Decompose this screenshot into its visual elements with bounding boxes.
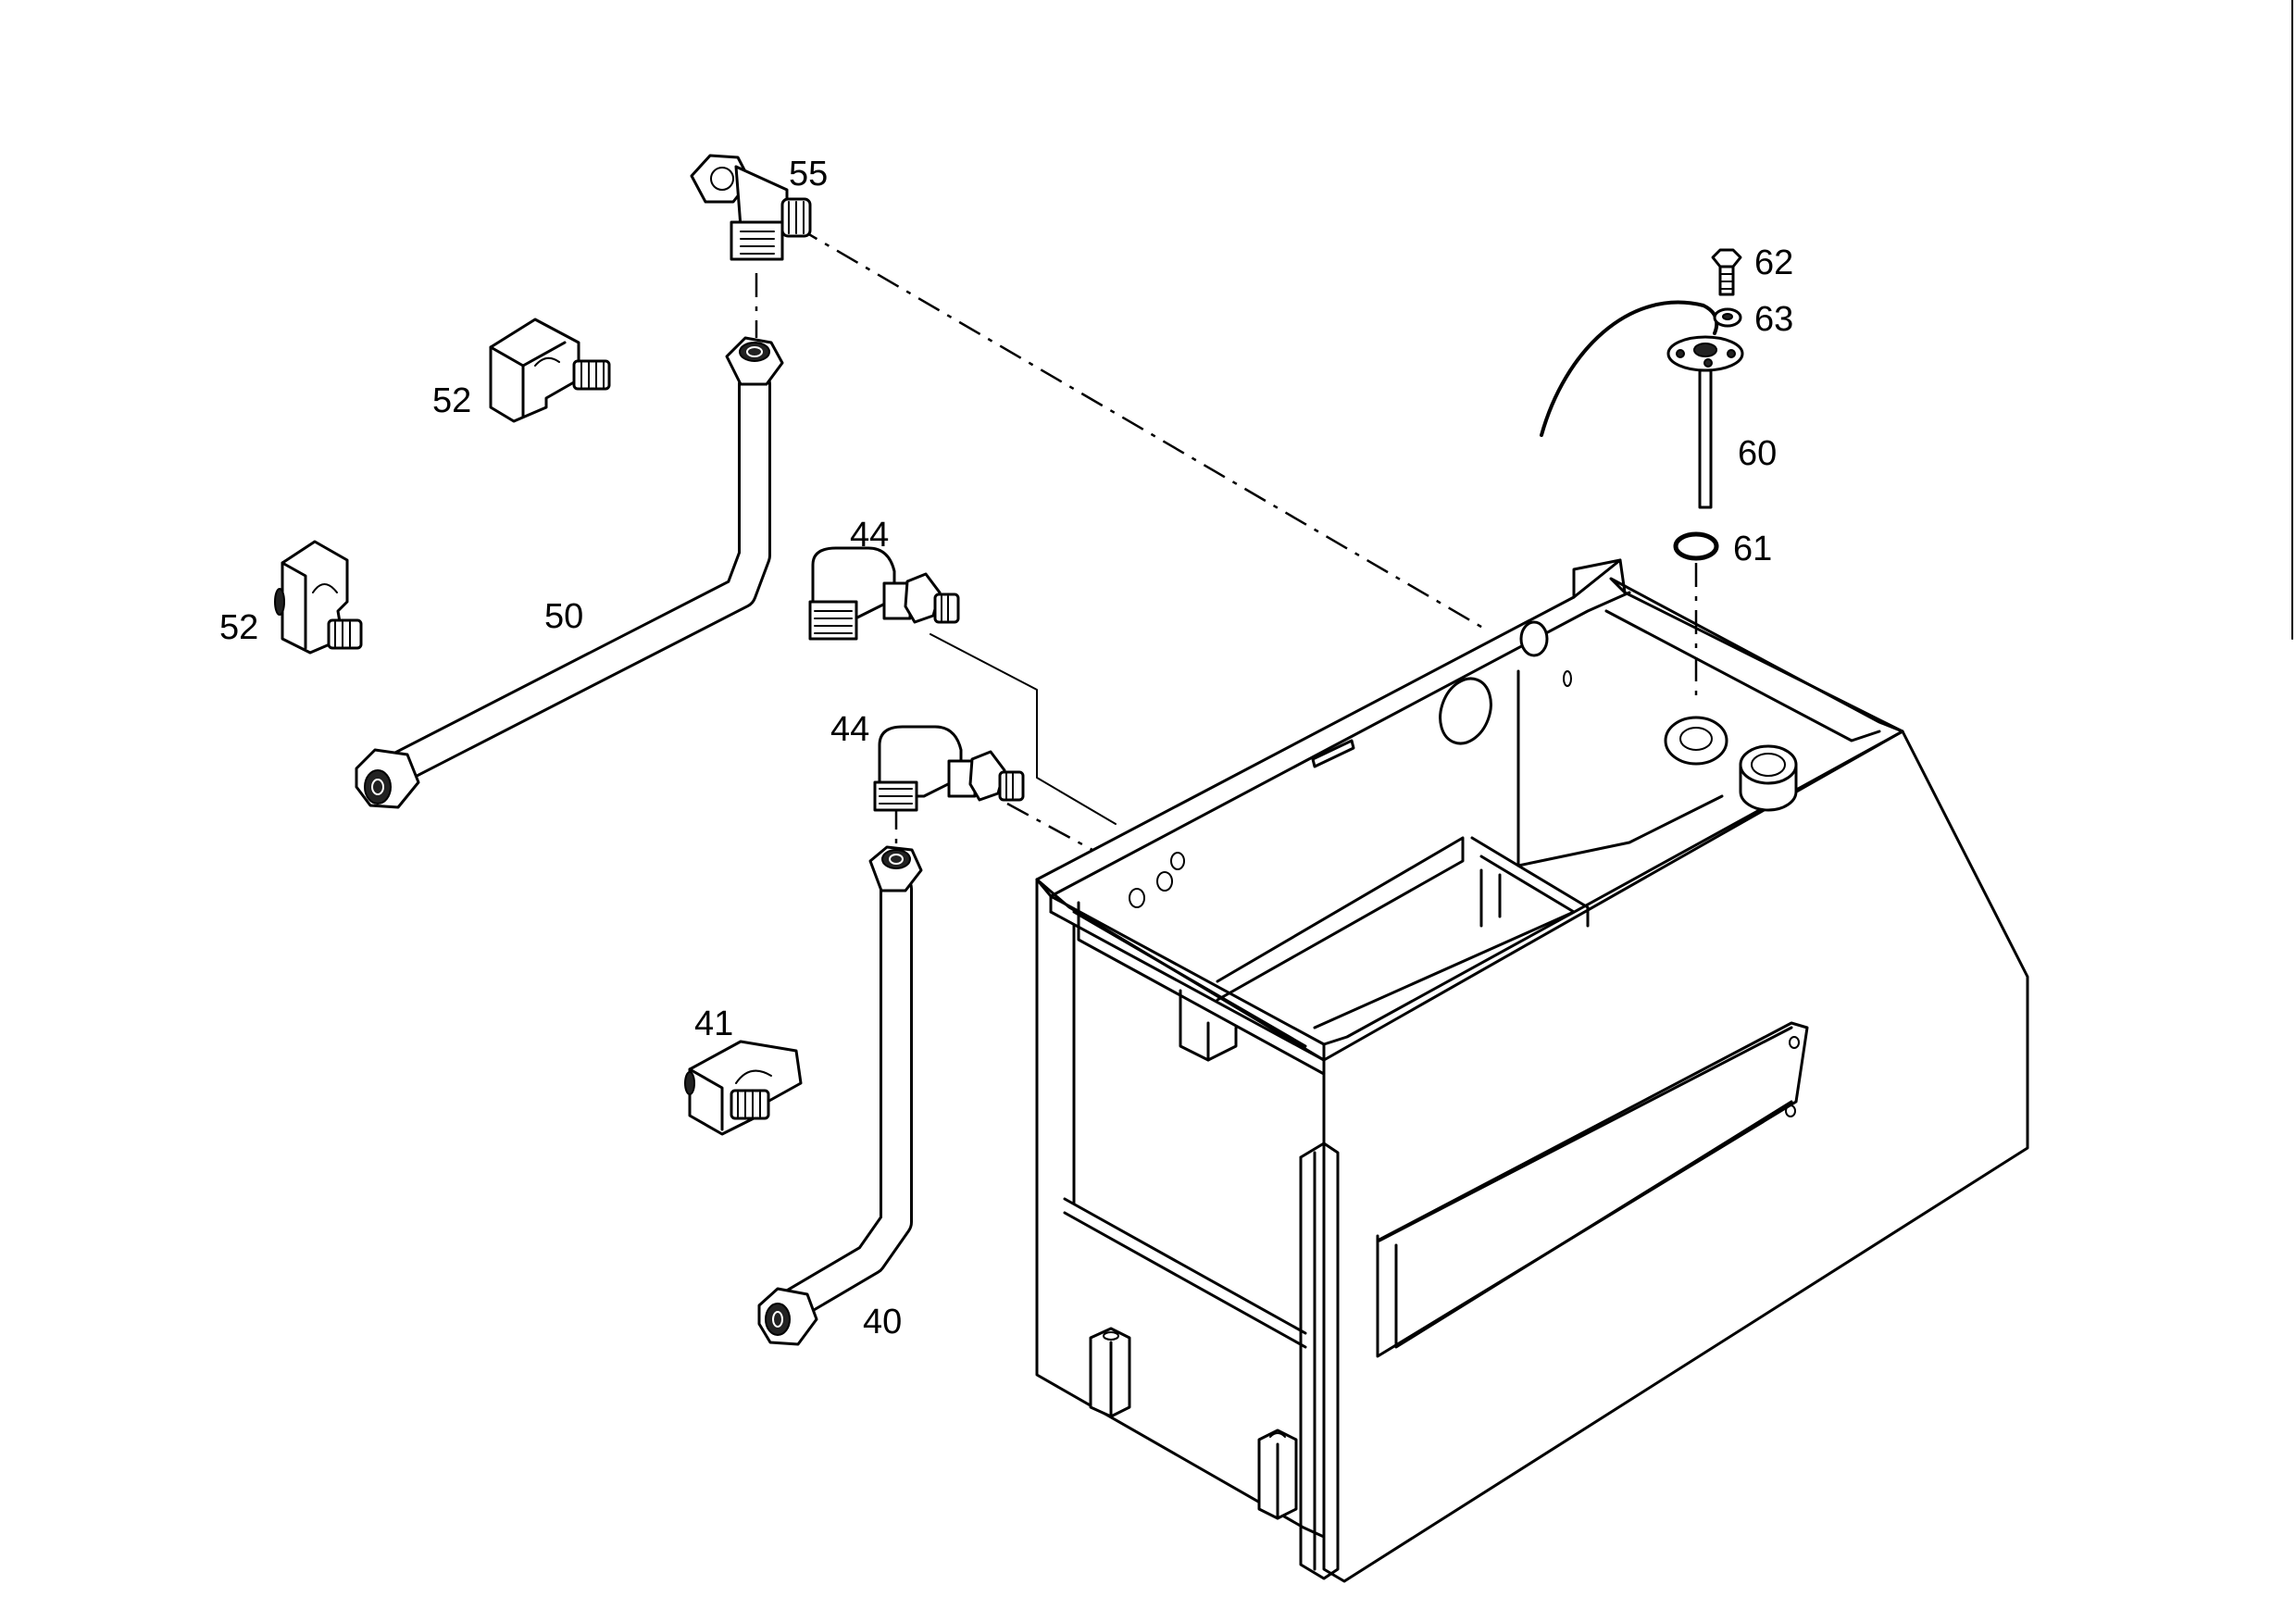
callout-44-lower: 44	[830, 710, 869, 749]
leader-line-44b	[1006, 802, 1093, 852]
callout-40: 40	[863, 1303, 902, 1341]
callout-62: 62	[1754, 243, 1793, 282]
tee-fitting-55	[690, 154, 812, 261]
level-sender-60	[1540, 300, 1744, 509]
washer-63	[1713, 307, 1742, 328]
clamp-41	[684, 1040, 803, 1136]
gasket-61	[1673, 531, 1719, 561]
callout-41: 41	[694, 1004, 733, 1043]
callout-60: 60	[1738, 434, 1777, 473]
tank-body	[1035, 558, 2029, 1583]
leader-line-55	[795, 225, 1487, 631]
pipe-50	[355, 336, 784, 809]
clamp-52-upper	[489, 318, 611, 423]
callout-61: 61	[1733, 530, 1772, 568]
callout-52-lower: 52	[219, 608, 258, 647]
callout-63: 63	[1754, 300, 1793, 339]
callout-52-upper: 52	[432, 381, 471, 420]
pipe-40	[757, 845, 923, 1346]
callout-50: 50	[544, 597, 583, 636]
elbow-fitting-44-lower	[873, 725, 1025, 812]
callout-55: 55	[789, 155, 828, 193]
screw-62	[1711, 248, 1742, 296]
clamp-52-lower	[274, 540, 363, 655]
callout-44-upper: 44	[850, 516, 889, 555]
leader-line-44a	[930, 633, 1117, 825]
elbow-fitting-44-upper	[808, 546, 960, 641]
